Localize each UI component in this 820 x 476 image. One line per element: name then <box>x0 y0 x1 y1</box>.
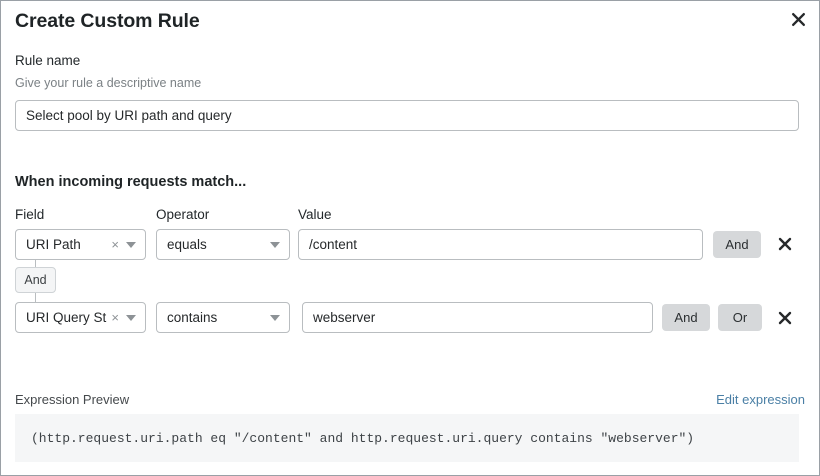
and-button-row-1[interactable]: And <box>713 231 761 258</box>
operator-select-row-2[interactable]: contains <box>156 302 290 333</box>
group-connector-and-button[interactable]: And <box>15 267 56 293</box>
rule-name-label: Rule name <box>15 53 81 68</box>
and-button-row-2[interactable]: And <box>662 304 710 331</box>
page-title: Create Custom Rule <box>15 10 200 32</box>
rule-name-hint: Give your rule a descriptive name <box>15 76 202 90</box>
close-glyph <box>778 311 792 325</box>
column-header-operator: Operator <box>156 207 210 222</box>
close-glyph <box>778 237 792 251</box>
column-header-value: Value <box>298 207 332 222</box>
column-header-field: Field <box>15 207 45 222</box>
clear-icon[interactable]: × <box>111 237 119 252</box>
match-section-heading: When incoming requests match... <box>15 174 247 190</box>
delete-row-2-icon[interactable] <box>774 307 796 329</box>
value-input-row-1[interactable] <box>298 229 703 260</box>
close-icon[interactable] <box>785 6 811 32</box>
chevron-down-icon[interactable] <box>123 314 145 321</box>
expression-preview-label: Expression Preview <box>15 392 130 407</box>
rule-name-input[interactable] <box>15 100 799 131</box>
expression-preview-box: (http.request.uri.path eq "/content" and… <box>15 414 799 462</box>
chevron-down-icon[interactable] <box>123 241 145 248</box>
expression-preview-text: (http.request.uri.path eq "/content" and… <box>31 430 695 446</box>
close-glyph <box>791 12 805 26</box>
connector-line-top <box>35 260 36 268</box>
connector-line-bottom <box>35 293 36 302</box>
value-input-row-2[interactable] <box>302 302 653 333</box>
operator-select-value-row-1: equals <box>167 237 207 252</box>
chevron-down-icon[interactable] <box>267 314 289 321</box>
or-button-row-2[interactable]: Or <box>718 304 762 331</box>
operator-select-row-1[interactable]: equals <box>156 229 290 260</box>
field-select-row-1[interactable]: URI Path × <box>15 229 146 260</box>
delete-row-1-icon[interactable] <box>774 233 796 255</box>
chevron-down-icon[interactable] <box>267 241 289 248</box>
edit-expression-link[interactable]: Edit expression <box>716 392 805 407</box>
field-select-row-2[interactable]: URI Query St... × <box>15 302 146 333</box>
field-select-value-row-1: URI Path <box>26 237 81 252</box>
clear-icon[interactable]: × <box>111 310 119 325</box>
field-select-value-row-2: URI Query St... <box>26 310 107 325</box>
operator-select-value-row-2: contains <box>167 310 218 325</box>
